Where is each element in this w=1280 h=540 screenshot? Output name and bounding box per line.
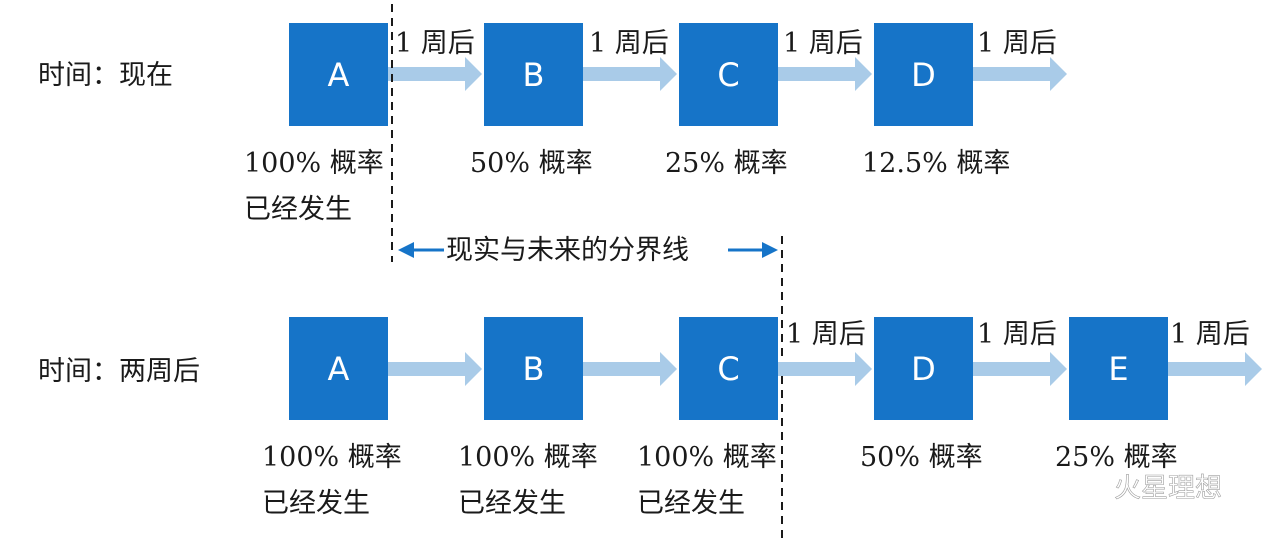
row1-prob-c: 25% 概率	[665, 148, 788, 179]
row2-node-c: C	[679, 317, 778, 420]
divider-double-arrow	[398, 242, 778, 258]
node-box	[289, 317, 388, 420]
row2-node-a: A	[289, 317, 388, 420]
node-letter: D	[911, 350, 936, 388]
node-box	[1069, 317, 1168, 420]
watermark: 火星理想	[1061, 470, 1222, 507]
row2-prob-b: 100% 概率	[458, 442, 598, 473]
node-box	[874, 23, 973, 126]
row2-arrow-label-3: 1 周后	[786, 319, 866, 350]
node-box	[289, 23, 388, 126]
arrow-a-b	[388, 57, 482, 91]
row2-arrows	[388, 352, 1262, 386]
row2-prob-c: 100% 概率	[637, 442, 777, 473]
arrow-d-out	[973, 57, 1067, 91]
arrow-c-d	[778, 352, 872, 386]
row1-arrow-label-1: 1 周后	[395, 28, 475, 59]
row2-note-a: 已经发生	[262, 488, 370, 519]
divider-label: 现实与未来的分界线	[446, 235, 689, 266]
arrow-b-c	[583, 352, 677, 386]
row2-prob-d: 50% 概率	[860, 442, 983, 473]
divider-arrowhead-right	[762, 242, 778, 258]
node-box	[874, 317, 973, 420]
node-letter: D	[911, 56, 936, 94]
watermark-text: 火星理想	[1114, 473, 1222, 504]
node-letter: C	[717, 56, 739, 94]
arrow-e-out	[1168, 352, 1262, 386]
row2-prob-e: 25% 概率	[1055, 442, 1178, 473]
row1-arrows	[388, 57, 1067, 91]
row1-node-d: D	[874, 23, 973, 126]
node-box	[679, 23, 778, 126]
node-letter: A	[328, 56, 350, 94]
arrow-a-b	[388, 352, 482, 386]
node-letter: A	[328, 350, 350, 388]
node-letter: E	[1108, 350, 1128, 388]
row2-node-b: B	[484, 317, 583, 420]
arrow-c-d	[778, 57, 872, 91]
time-label-two-weeks: 时间：两周后	[38, 356, 200, 387]
node-letter: C	[717, 350, 739, 388]
row1-prob-d: 12.5% 概率	[862, 148, 1010, 179]
row1-node-b: B	[484, 23, 583, 126]
row2-arrow-label-4: 1 周后	[977, 319, 1057, 350]
row1-node-c: C	[679, 23, 778, 126]
wechat-icon	[1061, 470, 1110, 507]
row1-prob-b: 50% 概率	[470, 148, 593, 179]
node-box	[484, 23, 583, 126]
row1-node-a: A	[289, 23, 388, 126]
row2-node-d: D	[874, 317, 973, 420]
time-label-now: 时间：现在	[38, 60, 173, 91]
row2-prob-a: 100% 概率	[262, 442, 402, 473]
row1-arrow-label-2: 1 周后	[589, 28, 669, 59]
row1-arrow-label-4: 1 周后	[977, 28, 1057, 59]
row2-arrow-label-5: 1 周后	[1170, 319, 1250, 350]
node-letter: B	[523, 56, 545, 94]
node-box	[484, 317, 583, 420]
row2-note-c: 已经发生	[637, 488, 745, 519]
row2-node-e: E	[1069, 317, 1168, 420]
node-box	[679, 317, 778, 420]
divider-arrowhead-left	[398, 242, 414, 258]
arrow-b-c	[583, 57, 677, 91]
node-letter: B	[523, 350, 545, 388]
arrow-d-e	[973, 352, 1067, 386]
row1-arrow-label-3: 1 周后	[783, 28, 863, 59]
row1-prob-a: 100% 概率	[244, 148, 384, 179]
row1-note-a: 已经发生	[244, 194, 352, 225]
row2-note-b: 已经发生	[458, 488, 566, 519]
